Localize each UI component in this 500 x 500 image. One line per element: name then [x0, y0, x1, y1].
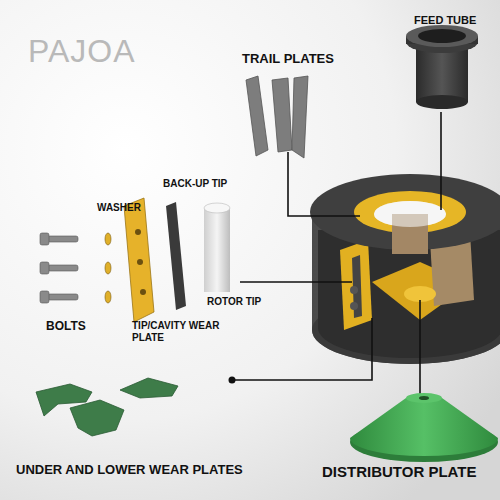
part-label: WASHER [97, 202, 167, 214]
tip-wear-plate-part [124, 198, 154, 322]
leader-dot [229, 377, 236, 384]
feed-tube-part [406, 25, 478, 109]
part-label: DISTRIBUTOR PLATE [322, 463, 500, 480]
part-label: FEED TUBE [414, 14, 500, 27]
washers-part [105, 233, 111, 303]
part-label: ROTOR TIP [207, 296, 287, 308]
part-label: TRAIL PLATES [242, 52, 362, 67]
bolts-part [40, 233, 78, 303]
part-label: BOLTS [46, 320, 106, 334]
distributor-plate-part [350, 393, 498, 462]
logo-watermark: PAJOA [28, 33, 188, 70]
back-up-tip-part [166, 202, 186, 310]
wear-plates-part [36, 378, 178, 436]
part-label: UNDER AND LOWER WEAR PLATES [16, 463, 296, 478]
trail-plates-part [246, 76, 308, 158]
part-label: BACK-UP TIP [163, 178, 253, 190]
rotor-assembly [310, 174, 500, 364]
leader-lines [232, 112, 441, 394]
part-label: TIP/CAVITY WEAR PLATE [132, 320, 230, 343]
rotor-tip-part [204, 203, 230, 292]
